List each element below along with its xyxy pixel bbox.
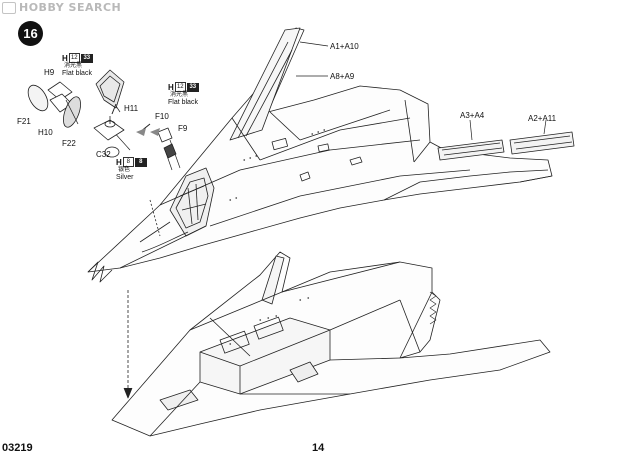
- paint-callout-flat-black-1: H 12 33 消光黑 Flat black: [62, 53, 93, 78]
- part-label-c32: C32: [96, 150, 111, 159]
- part-label-h9: H9: [44, 68, 55, 77]
- step-number-badge: 16: [18, 21, 43, 46]
- paint-swatch-box: 8: [122, 157, 134, 167]
- small-parts-drawing: [27, 69, 189, 253]
- paint-callout-flat-black-2: H 12 33 消光黑 Flat black: [168, 82, 199, 107]
- part-label-a3-a4: A3+A4: [460, 111, 485, 120]
- paint-name-en: Silver: [116, 174, 134, 181]
- part-label-f21: F21: [17, 117, 31, 126]
- exhaust-parts-drawing: [437, 131, 575, 161]
- part-label-f22: F22: [62, 139, 76, 148]
- lower-fuselage-drawing: [111, 251, 551, 437]
- paint-number-box: 33: [80, 53, 93, 63]
- paint-callout-silver: H 8 8 银色 Silver: [116, 157, 147, 182]
- paint-swatch-box: 12: [174, 82, 186, 92]
- part-label-f10: F10: [155, 112, 169, 121]
- part-label-h10: H10: [38, 128, 53, 137]
- paint-number-box: 33: [186, 82, 199, 92]
- part-label-a1-a10: A1+A10: [330, 42, 359, 51]
- paint-name-en: Flat black: [168, 99, 198, 106]
- upper-fuselage-drawing: [87, 27, 553, 283]
- paint-name-cn: 消光黑: [170, 92, 189, 98]
- part-label-f9: F9: [178, 124, 188, 133]
- paint-code: H: [62, 53, 68, 63]
- part-label-h11: H11: [124, 104, 139, 113]
- paint-number-box: 8: [134, 157, 147, 167]
- paint-code: H: [116, 157, 122, 167]
- page-number: 14: [312, 442, 325, 454]
- watermark-box-icon: [2, 1, 16, 14]
- watermark-text: HOBBY SEARCH: [19, 1, 122, 14]
- paint-name-en: Flat black: [62, 70, 92, 77]
- part-label-a2-a11: A2+A11: [528, 114, 557, 123]
- part-label-a8-a9: A8+A9: [330, 72, 355, 81]
- paint-code: H: [168, 82, 174, 92]
- watermark-logo: HOBBY SEARCH: [2, 1, 121, 14]
- paint-name-cn: 消光黑: [64, 63, 83, 69]
- paint-name-cn: 银色: [118, 167, 131, 173]
- kit-number: 03219: [2, 442, 33, 454]
- paint-swatch-box: 12: [68, 53, 80, 63]
